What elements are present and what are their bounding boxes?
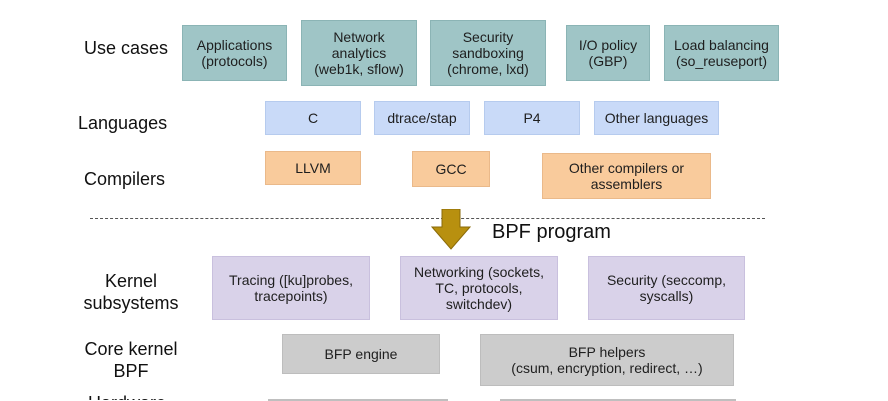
use-case-load-balancing: Load balancing (so_reuseport) (664, 25, 779, 81)
core-bfp-helpers: BFP helpers (csum, encryption, redirect,… (480, 334, 734, 386)
core-bfp-engine: BFP engine (282, 334, 440, 374)
use-case-security-sandboxing: Security sandboxing (chrome, lxd) (430, 20, 546, 86)
compiler-llvm-label: LLVM (295, 160, 331, 176)
language-other: Other languages (594, 101, 719, 135)
row-label-languages: Languages (78, 113, 168, 133)
use-case-network-analytics: Network analytics (web1k, sflow) (301, 20, 417, 86)
down-arrow-icon (431, 209, 471, 250)
use-case-io-policy-label: I/O policy (GBP) (578, 37, 638, 69)
core-bfp-engine-label: BFP engine (324, 346, 398, 362)
language-dtrace-stap: dtrace/stap (374, 101, 470, 135)
use-case-applications-label: Applications (protocols) (196, 37, 273, 69)
bpf-program-label: BPF program (492, 221, 611, 243)
language-p4: P4 (484, 101, 580, 135)
language-other-label: Other languages (604, 110, 709, 126)
row-label-kernel-subsystems: Kernel subsystems (83, 271, 179, 313)
compiler-other: Other compilers or assemblers (542, 153, 711, 199)
compiler-gcc: GCC (412, 151, 490, 187)
row-label-compilers: Compilers (84, 169, 166, 189)
core-bfp-helpers-label: BFP helpers (csum, encryption, redirect,… (511, 344, 703, 376)
row-label-cut-off: Hardware (88, 392, 166, 400)
kernel-subsystem-security: Security (seccomp, syscalls) (588, 256, 745, 320)
compiler-llvm: LLVM (265, 151, 361, 185)
kernel-boundary-divider (90, 218, 765, 219)
kernel-subsystem-security-label: Security (seccomp, syscalls) (606, 272, 727, 304)
compiler-gcc-label: GCC (435, 161, 467, 177)
use-case-load-balancing-label: Load balancing (so_reuseport) (674, 37, 769, 69)
use-case-network-analytics-label: Network analytics (web1k, sflow) (314, 29, 404, 77)
row-label-core-kernel-bpf: Core kernel BPF (84, 339, 178, 381)
compiler-other-label: Other compilers or assemblers (568, 160, 685, 192)
language-p4-label: P4 (523, 110, 541, 126)
language-c: C (265, 101, 361, 135)
kernel-subsystem-networking-label: Networking (sockets, TC, protocols, swit… (414, 264, 544, 312)
kernel-subsystem-networking: Networking (sockets, TC, protocols, swit… (400, 256, 558, 320)
use-case-applications: Applications (protocols) (182, 25, 287, 81)
kernel-subsystem-tracing-label: Tracing ([ku]probes, tracepoints) (229, 272, 353, 304)
use-case-io-policy: I/O policy (GBP) (566, 25, 650, 81)
row-label-use-cases: Use cases (84, 38, 169, 58)
language-dtrace-stap-label: dtrace/stap (387, 110, 457, 126)
use-case-security-sandboxing-label: Security sandboxing (chrome, lxd) (447, 29, 529, 77)
kernel-subsystem-tracing: Tracing ([ku]probes, tracepoints) (212, 256, 370, 320)
language-c-label: C (307, 110, 319, 126)
